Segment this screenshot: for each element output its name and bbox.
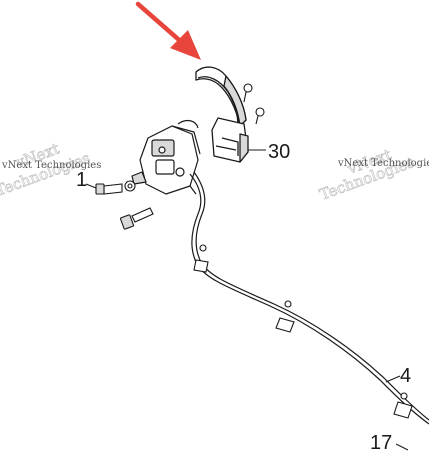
bolt-1 <box>95 180 136 195</box>
part-30-bracket <box>195 66 249 163</box>
bolt-2 <box>119 207 154 230</box>
leader-line-1 <box>85 183 97 189</box>
part-1-actuator <box>131 119 201 195</box>
callout-1: 1 <box>76 169 87 191</box>
watermark-text: vNext Technologies <box>1 160 101 171</box>
watermark-right: vNext Technologies vNext Technologies <box>317 145 429 204</box>
callout-17: 17 <box>370 432 392 453</box>
part-4-cable <box>189 171 429 425</box>
leader-line-17 <box>395 443 409 451</box>
callout-4: 4 <box>400 365 411 387</box>
leader-line-4 <box>385 375 401 383</box>
callout-30: 30 <box>268 141 290 163</box>
bolt-small <box>243 83 265 125</box>
pointer-arrow <box>135 1 201 60</box>
watermark-text: vNext Technologies <box>337 158 429 169</box>
cable-clip <box>193 244 413 419</box>
